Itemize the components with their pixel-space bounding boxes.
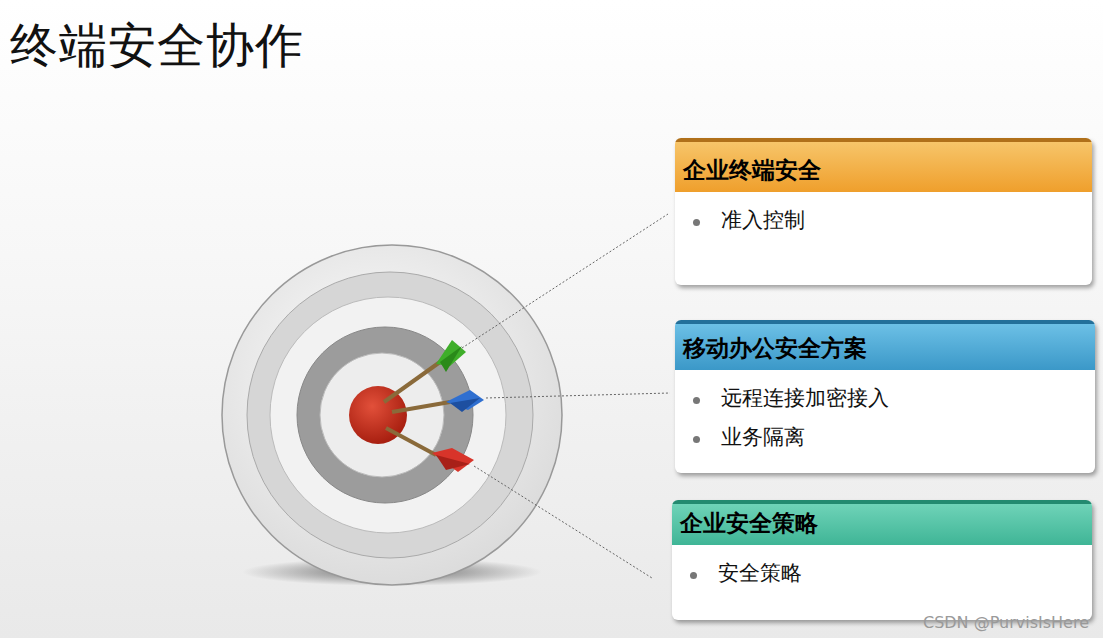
info-card: 企业安全策略安全策略 — [672, 500, 1092, 620]
info-card: 企业终端安全准入控制 — [675, 138, 1092, 285]
bullet-item: 业务隔离 — [691, 423, 1083, 452]
card-body: 准入控制 — [675, 192, 1092, 255]
leader-line — [474, 466, 652, 578]
info-card: 移动办公安全方案远程连接加密接入业务隔离 — [675, 320, 1095, 473]
card-heading: 企业安全策略 — [672, 500, 1092, 545]
bullet-item: 安全策略 — [688, 559, 1080, 588]
leader-line — [462, 214, 668, 348]
card-body: 远程连接加密接入业务隔离 — [675, 370, 1095, 473]
dart-green — [384, 340, 466, 402]
target-ring — [222, 245, 562, 585]
dart-red — [386, 428, 474, 472]
leader-line — [486, 393, 670, 398]
target-ring — [247, 272, 533, 558]
page-title: 终端安全协作 — [10, 14, 304, 78]
bullet-item: 远程连接加密接入 — [691, 384, 1083, 413]
dart-blue — [392, 390, 484, 412]
card-heading: 企业终端安全 — [675, 138, 1092, 192]
watermark: CSDN @PurvisIsHere — [923, 613, 1089, 632]
card-heading: 移动办公安全方案 — [675, 320, 1095, 370]
bullet-item: 准入控制 — [691, 206, 1080, 235]
card-body: 安全策略 — [672, 545, 1092, 608]
target-ring — [320, 353, 444, 477]
target-ring — [270, 297, 506, 533]
target-ring — [297, 327, 473, 503]
